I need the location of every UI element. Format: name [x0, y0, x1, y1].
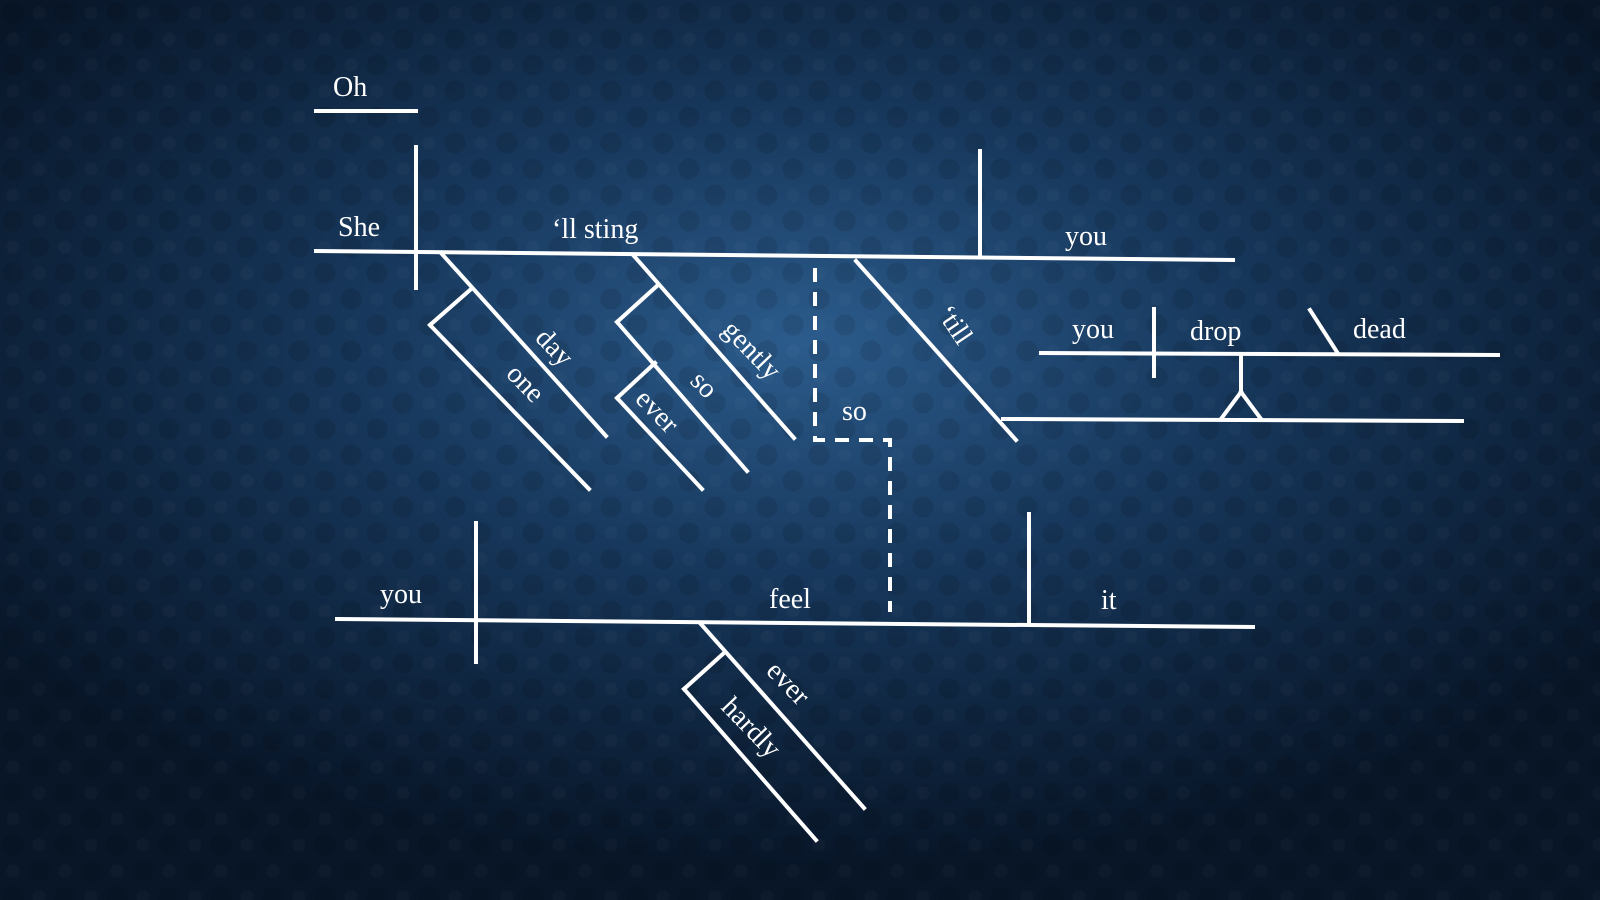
- hardly-connector-line: [681, 650, 727, 692]
- word-she: She: [338, 212, 380, 243]
- word-you-object: you: [1065, 221, 1107, 252]
- ever-modifier-line: [614, 395, 705, 492]
- word-you-clause: you: [1072, 314, 1114, 345]
- word-so-modifier: so: [684, 365, 724, 404]
- word-day: day: [529, 322, 579, 373]
- word-gently: gently: [716, 314, 787, 386]
- word-feel: feel: [769, 584, 811, 615]
- subordinate-baseline: [1038, 350, 1501, 358]
- pedestal-left-leg: [1218, 389, 1244, 422]
- ever-connector-line: [614, 360, 658, 401]
- ever-lower-slant: [697, 620, 867, 811]
- word-hardly: hardly: [715, 691, 787, 764]
- main-baseline: [313, 248, 1236, 263]
- gently-modifier-slant: [631, 253, 797, 441]
- pedestal-right-leg: [1238, 389, 1264, 422]
- till-clause-baseline: [1000, 416, 1465, 424]
- lower-baseline: [334, 616, 1256, 630]
- word-oh: Oh: [333, 72, 367, 103]
- one-modifier-line: [427, 322, 592, 492]
- predicate-adjective-divider: [1307, 307, 1340, 355]
- word-it: it: [1101, 585, 1117, 616]
- so-modifier-line: [614, 319, 750, 474]
- till-slant-line: [853, 258, 1019, 443]
- word-so-connector: so: [842, 396, 867, 427]
- day-modifier-slant: [438, 250, 609, 439]
- hardly-modifier-line: [681, 686, 819, 843]
- so-dashed-connector: [813, 268, 892, 612]
- word-dead: dead: [1353, 314, 1406, 345]
- word-till: ‘till: [930, 300, 978, 351]
- word-you-lower: you: [380, 579, 422, 610]
- one-day-connector: [427, 287, 473, 328]
- word-drop: drop: [1190, 316, 1241, 347]
- word-ever-lower: ever: [760, 655, 816, 712]
- so-connector-line: [614, 282, 661, 325]
- word-ll-sting: ‘ll sting: [552, 214, 638, 245]
